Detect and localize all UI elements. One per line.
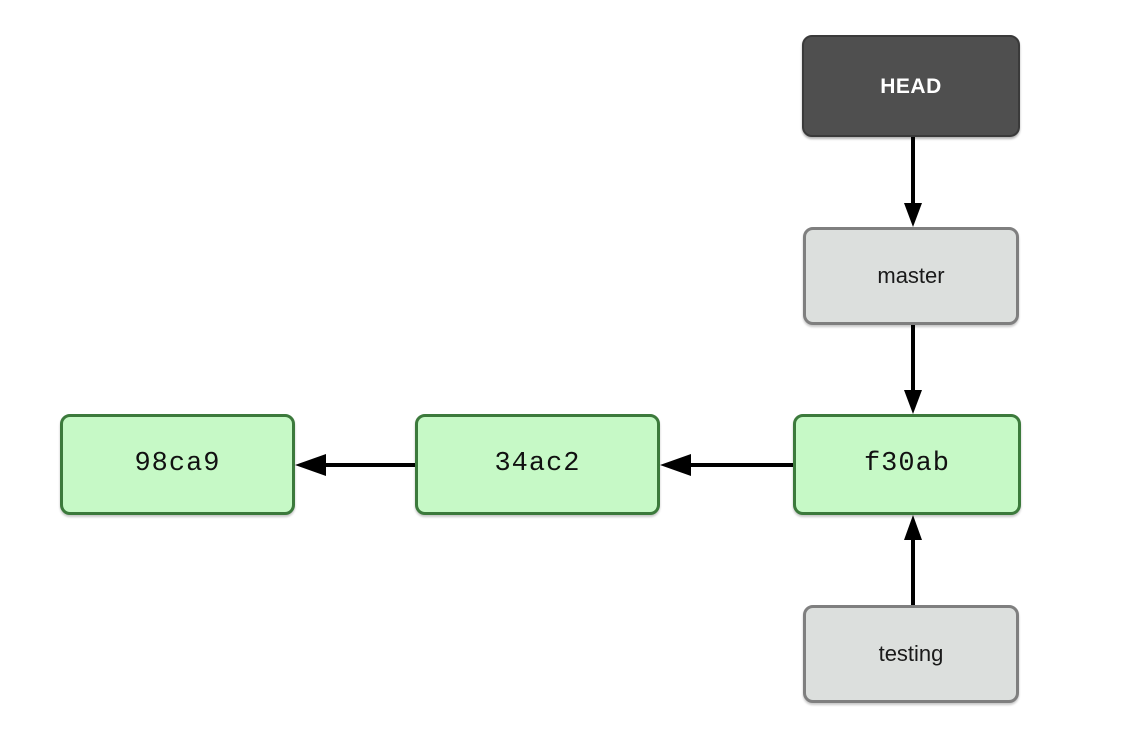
node-commit-98ca9[interactable]: 98ca9 [60,414,295,515]
arrow-down-icon [904,325,922,414]
node-commit-98ca9-label: 98ca9 [134,449,221,479]
node-head[interactable]: HEAD [802,35,1020,137]
arrow-left-icon [295,454,415,476]
edge-head-to-master [903,137,923,227]
arrow-down-icon [904,137,922,227]
edge-master-to-f30ab [903,325,923,414]
node-commit-34ac2-label: 34ac2 [494,449,581,479]
node-testing[interactable]: testing [803,605,1019,703]
node-head-label: HEAD [880,74,942,98]
node-commit-34ac2[interactable]: 34ac2 [415,414,660,515]
edge-testing-to-f30ab [903,515,923,605]
edge-34ac2-to-98ca9 [295,454,415,476]
edge-f30ab-to-34ac2 [660,454,793,476]
node-master[interactable]: master [803,227,1019,325]
node-testing-label: testing [878,641,944,666]
node-commit-f30ab[interactable]: f30ab [793,414,1021,515]
node-commit-f30ab-label: f30ab [863,449,950,479]
node-master-label: master [877,263,945,288]
arrow-left-icon [660,454,793,476]
arrow-up-icon [904,515,922,605]
